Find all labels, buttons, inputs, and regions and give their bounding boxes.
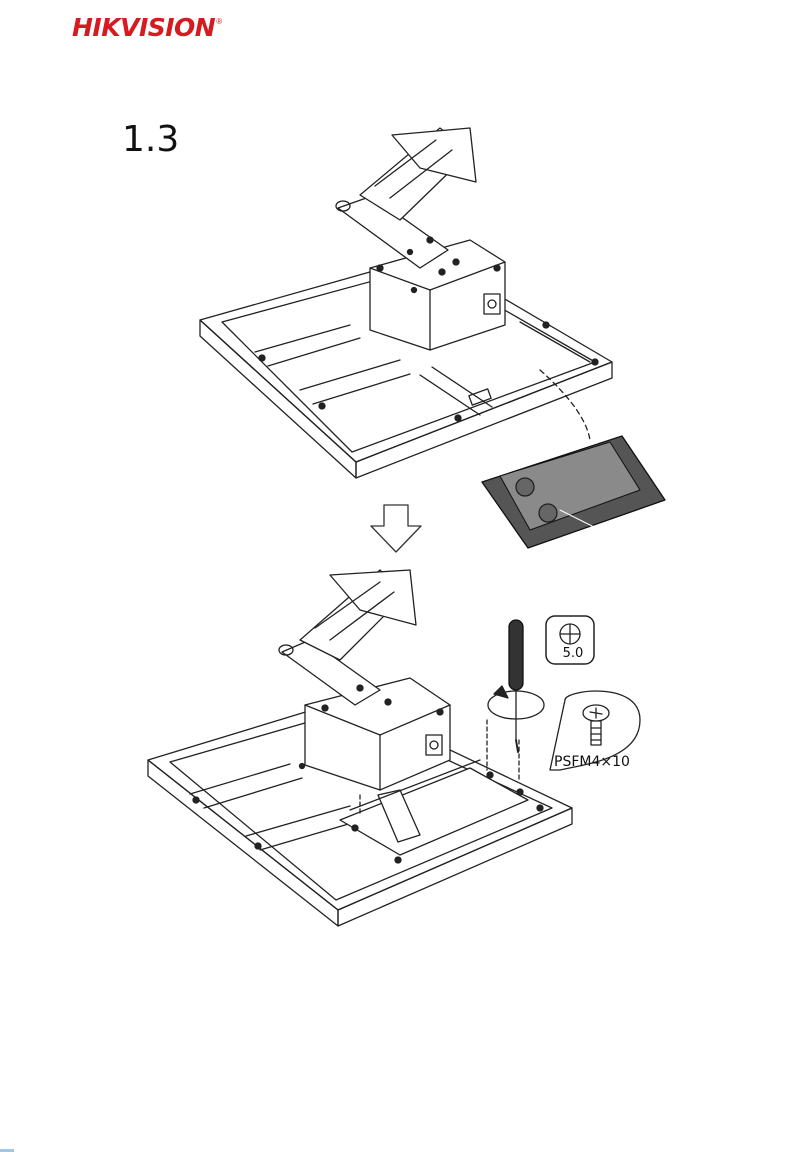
mount-frame-after <box>148 570 572 926</box>
bit-size-label: 5.0 <box>554 646 592 661</box>
screw-spec-label: PSFM4×10 <box>554 754 630 770</box>
mount-frame-before <box>200 128 612 478</box>
screwdriver-icon <box>509 620 523 752</box>
step-down-arrow-icon <box>371 505 421 552</box>
adapter-plate <box>482 436 665 548</box>
